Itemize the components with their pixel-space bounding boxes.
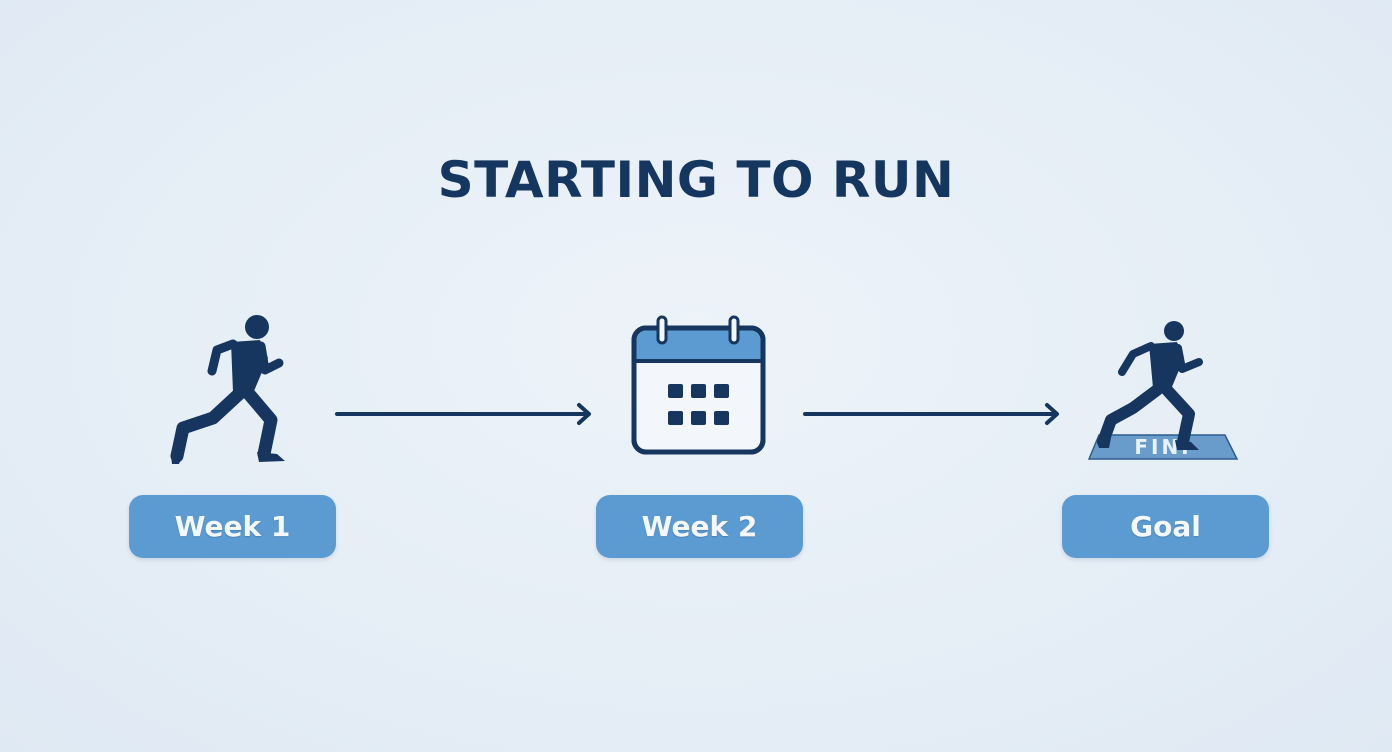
stage-label-text: Week 1 bbox=[174, 510, 291, 543]
stage-label-week-2: Week 2 bbox=[596, 495, 803, 558]
stage-label-text: Goal bbox=[1130, 510, 1201, 543]
arrow-right-icon bbox=[803, 403, 1059, 425]
runner-icon bbox=[170, 315, 285, 464]
stage-label-week-1: Week 1 bbox=[129, 495, 336, 558]
calendar-icon bbox=[631, 315, 766, 455]
runner-finish-line-icon: FINI bbox=[1087, 321, 1239, 460]
stage-label-text: Week 2 bbox=[641, 510, 758, 543]
stage-label-goal: Goal bbox=[1062, 495, 1269, 558]
diagram-title: STARTING TO RUN bbox=[437, 151, 955, 209]
arrow-right-icon bbox=[335, 403, 591, 425]
